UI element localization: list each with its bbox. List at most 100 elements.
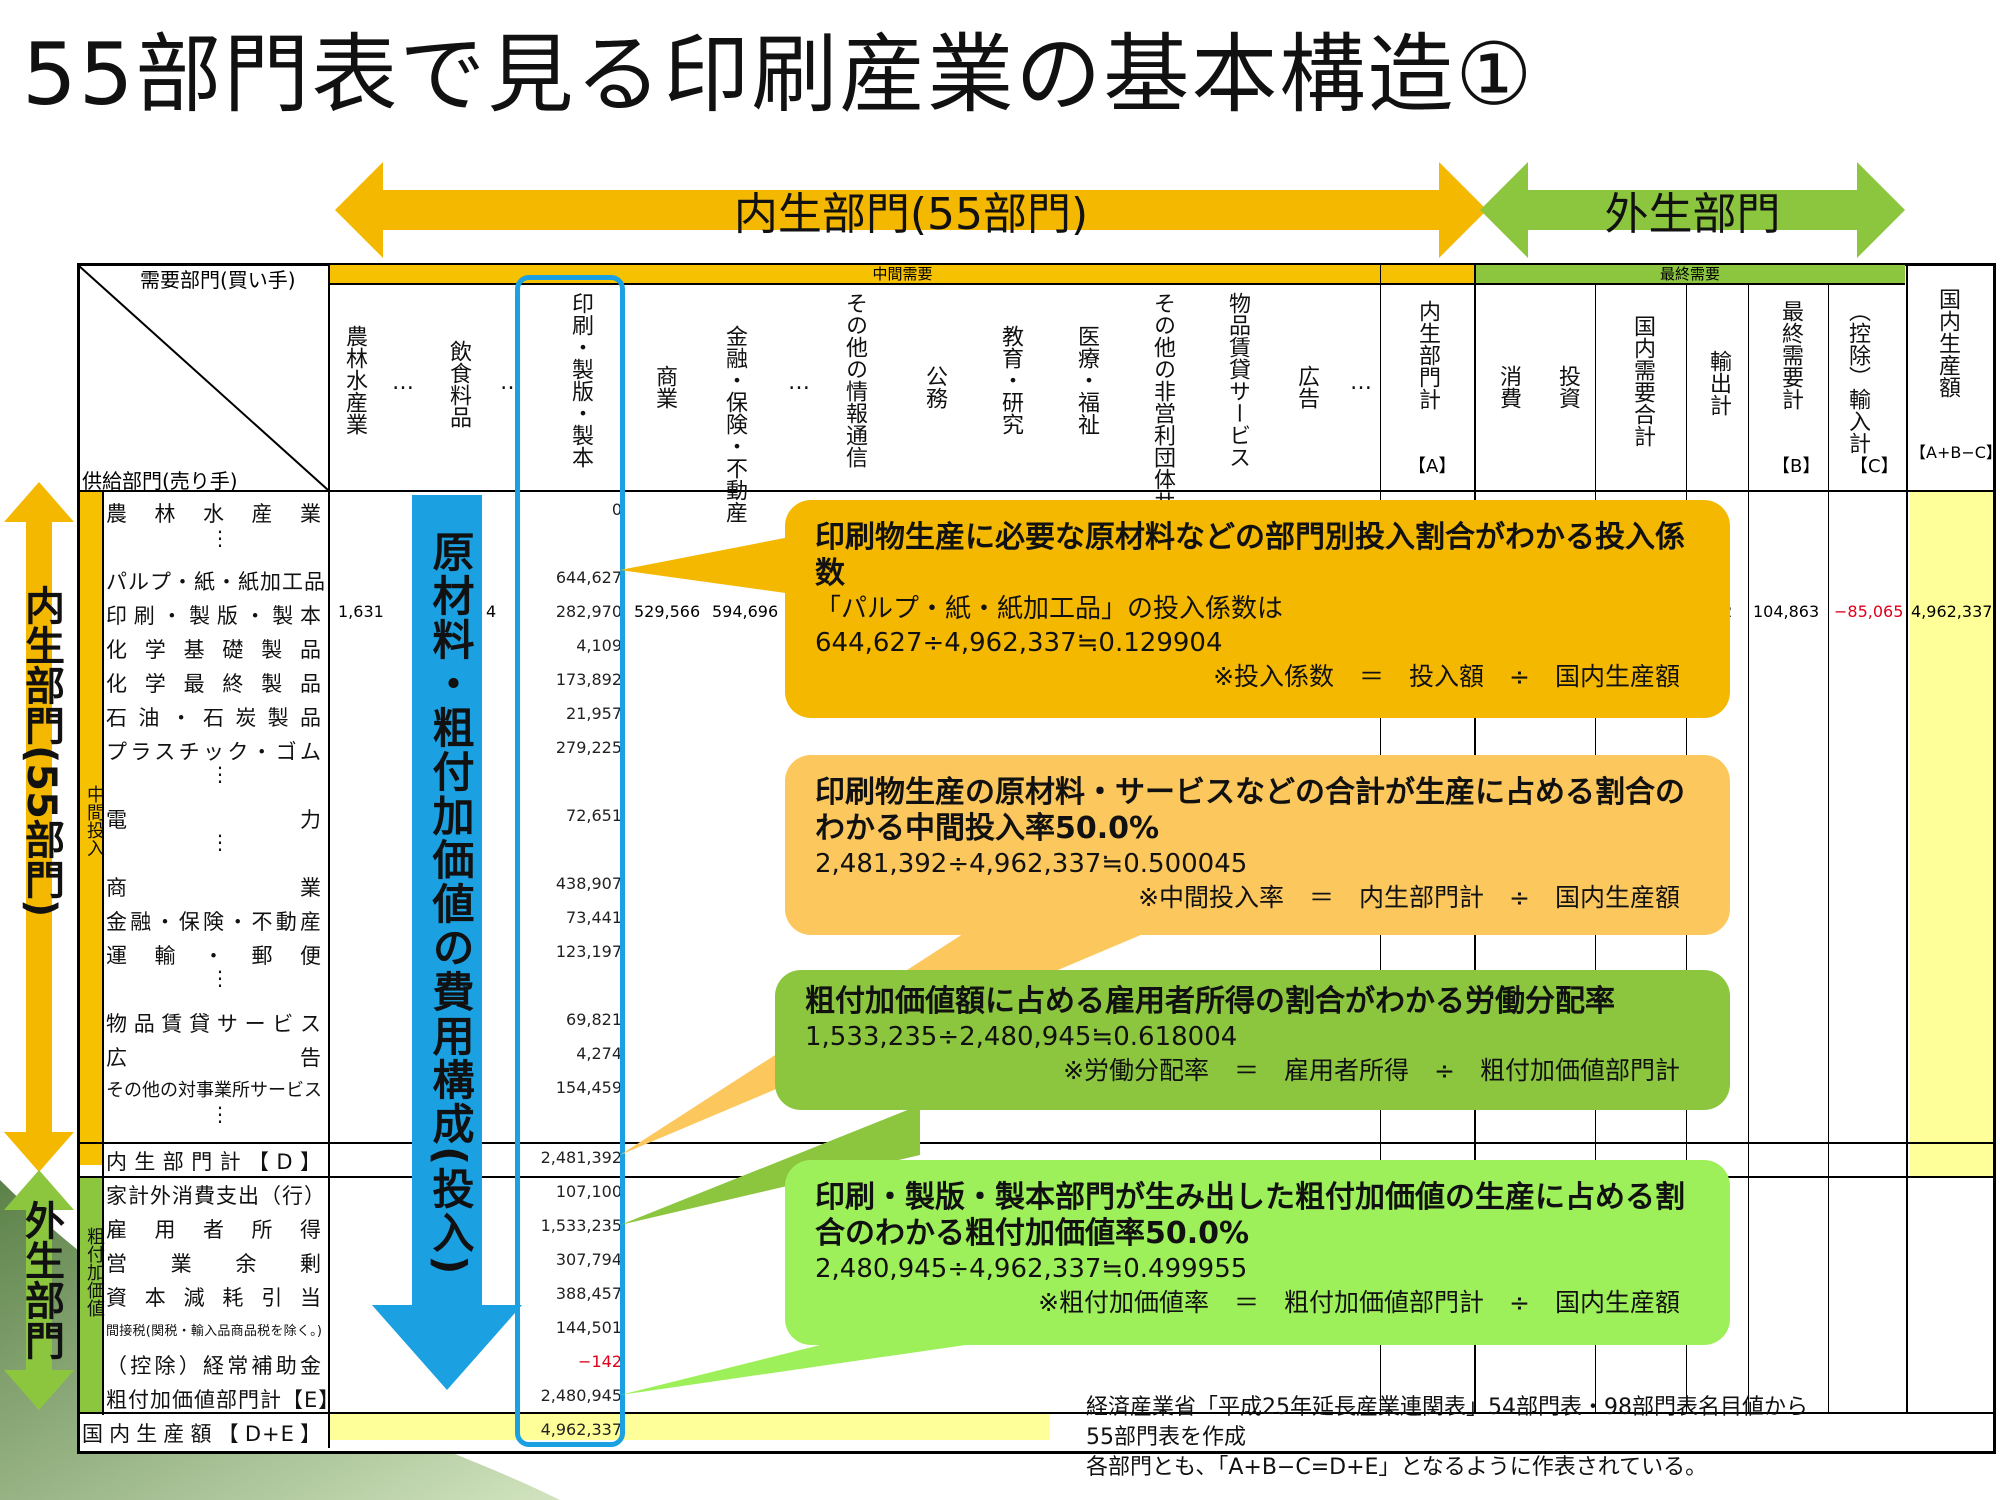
endogenous-arrow-label: 内生部門(55部門) [733, 189, 1089, 240]
row-value: 438,907 [555, 874, 622, 893]
row-value: 107,100 [555, 1182, 622, 1201]
callout-line: 2,481,392÷4,962,337≒0.500045 [815, 849, 1248, 879]
callout-heading: 印刷物生産の原材料・サービスなどの合計が生産に占める割合のわかる中間投入率50.… [815, 775, 1685, 846]
col-header-rental: 物品賃貸サービス [1225, 292, 1250, 468]
row-value: 21,957 [566, 704, 622, 723]
callout-heading: 印刷・製版・製本部門が生み出した粗付加価値の生産に占める割合のわかる粗付加価値率… [815, 1180, 1685, 1251]
header-diagonal [78, 265, 328, 490]
col-header-agriculture: 農林水産業 [342, 325, 367, 435]
callout-heading: 粗付加価値額に占める雇用者所得の割合がわかる労働分配率 [805, 984, 1615, 1019]
callout-labor-share: 粗付加価値額に占める雇用者所得の割合がわかる労働分配率 1,533,235÷2,… [775, 970, 1730, 1110]
callout-line: 644,627÷4,962,337≒0.129904 [815, 628, 1223, 658]
row-label: 雇用者所得 [106, 1218, 322, 1242]
source-line: 各部門とも、「A+B−C=D+E」となるように作表されている。 [1086, 1455, 1708, 1480]
row-label: 広告 [106, 1046, 322, 1070]
col-divider [1828, 283, 1829, 1413]
row-label-endogenous-total: 内生部門計【D】 [106, 1150, 322, 1174]
band-divider [102, 490, 104, 1415]
callout-heading: 印刷物生産に必要な原材料などの部門別投入割合がわかる投入係数 [815, 520, 1685, 591]
row-ellipsis: ⋮ [210, 966, 230, 990]
row-value: 123,197 [555, 942, 622, 961]
header-divider [77, 490, 1993, 492]
row-value: 282,970 [555, 602, 622, 621]
callout-input-coefficient: 印刷物生産に必要な原材料などの部門別投入割合がわかる投入係数 「パルプ・紙・紙加… [785, 500, 1730, 718]
row-label: 物品賃貸サービス [106, 1012, 322, 1036]
row-value: 644,627 [555, 568, 622, 587]
col-header-domestic-demand: 国内需要合計 [1630, 315, 1655, 447]
label-column-divider [328, 265, 330, 1448]
row-ellipsis: ⋮ [210, 762, 230, 786]
row-value: 72,651 [566, 806, 622, 825]
col-header-A: 【A】 [1408, 456, 1457, 477]
callout-note: ※中間投入率 ＝ 内生部門計 ÷ 国内生産額 [1138, 883, 1680, 912]
row-label: 金融・保険・不動産 [106, 910, 322, 934]
callout-note: ※投入係数 ＝ 投入額 ÷ 国内生産額 [1213, 662, 1680, 691]
row-label: 化学最終製品 [106, 672, 322, 696]
value-added-label: 粗付加価値 [84, 1227, 105, 1317]
value-added-band: 粗付加価値 [80, 1177, 105, 1414]
col-header-imports: （控除）輸入計 [1845, 300, 1870, 454]
exogenous-side-label: 外生部門 [18, 1200, 64, 1360]
callout-pointer [620, 535, 800, 595]
cell-food-printing: 4 [486, 602, 497, 621]
row-value: 279,225 [555, 738, 622, 757]
col-header-printing: 印刷・製版・製本 [568, 292, 593, 468]
row-label: 運輸・郵便 [106, 944, 322, 968]
seller-label: 供給部門(売り手) [82, 469, 238, 493]
row-value: 307,794 [555, 1250, 622, 1269]
buyer-label: 需要部門(買い手) [140, 268, 296, 292]
source-line: 55部門表を作成 [1086, 1425, 1246, 1450]
endogenous-arrow [335, 162, 1487, 258]
row-label: 電力 [106, 808, 322, 832]
row-label: 商業 [106, 876, 322, 900]
cell-agri-printing: 1,631 [338, 602, 384, 621]
col-ellipsis: … [788, 370, 810, 395]
row-label: 営業余剰 [106, 1252, 322, 1276]
intermediate-input-label: 中間投入 [84, 785, 105, 857]
row-value: 1,533,235 [540, 1216, 622, 1235]
col-header-exports: 輸出計 [1706, 350, 1731, 416]
cell-output: 4,962,337 [1911, 602, 1993, 621]
col-ellipsis: … [1350, 370, 1372, 395]
col-header-output: 国内生産額 [1935, 288, 1960, 398]
row-value: 73,441 [566, 908, 622, 927]
row-label-output: 国内生産額【D+E】 [82, 1422, 322, 1446]
col-header-final-demand: 最終需要計 [1778, 300, 1803, 410]
row-value: 4,962,337 [540, 1420, 622, 1439]
row-value: 69,821 [566, 1010, 622, 1029]
callout-line: 1,533,235÷2,480,945≒0.618004 [805, 1022, 1238, 1052]
output-column-highlight [1910, 490, 1993, 1176]
exogenous-vertical-arrow [4, 1170, 74, 1410]
cell-final-demand: 104,863 [1753, 602, 1820, 621]
row-value: 154,459 [555, 1078, 622, 1097]
col-header-food: 飲食料品 [446, 340, 471, 428]
page-title: 55部門表で見る印刷産業の基本構造① [22, 25, 1535, 125]
endogenous-vertical-arrow [4, 482, 74, 1172]
callout-line: 「パルプ・紙・紙加工品」の投入係数は [815, 594, 1284, 624]
col-divider [1748, 283, 1749, 1413]
row-ellipsis: ⋮ [210, 526, 230, 550]
output-row-divider [77, 1412, 1993, 1414]
col-header-C: 【C】 [1850, 456, 1899, 477]
callout-intermediate-input-ratio: 印刷物生産の原材料・サービスなどの合計が生産に占める割合のわかる中間投入率50.… [785, 755, 1730, 935]
final-demand-header: 最終需要 [1475, 265, 1905, 285]
endogenous-side-label: 内生部門(55部門) [18, 585, 64, 918]
intermediate-input-band: 中間投入 [80, 490, 105, 1165]
row-value: 4,109 [576, 636, 622, 655]
row-label: 印刷・製版・製本 [106, 604, 322, 628]
row-ellipsis: ⋮ [210, 1102, 230, 1126]
row-value: 0 [611, 500, 622, 519]
row-value: 173,892 [555, 670, 622, 689]
col-header-consumption: 消費 [1496, 365, 1521, 409]
callout-line: 2,480,945÷4,962,337≒0.499955 [815, 1254, 1248, 1284]
cost-structure-arrow [372, 495, 522, 1390]
intermediate-demand-header: 中間需要 [330, 265, 1475, 285]
col-header-advertising: 広告 [1294, 365, 1319, 409]
col-header-commerce: 商業 [652, 365, 677, 409]
row-label: その他の対事業所サービス [106, 1080, 322, 1101]
col-header-public: 公務 [922, 365, 947, 409]
col-ellipsis: … [392, 370, 414, 395]
exogenous-arrow [1480, 162, 1905, 258]
source-note: 経済産業省「平成25年延長産業連関表」54部門表・98部門表名目値から 55部門… [1086, 1393, 1808, 1483]
row-label: 化学基礎製品 [106, 638, 322, 662]
